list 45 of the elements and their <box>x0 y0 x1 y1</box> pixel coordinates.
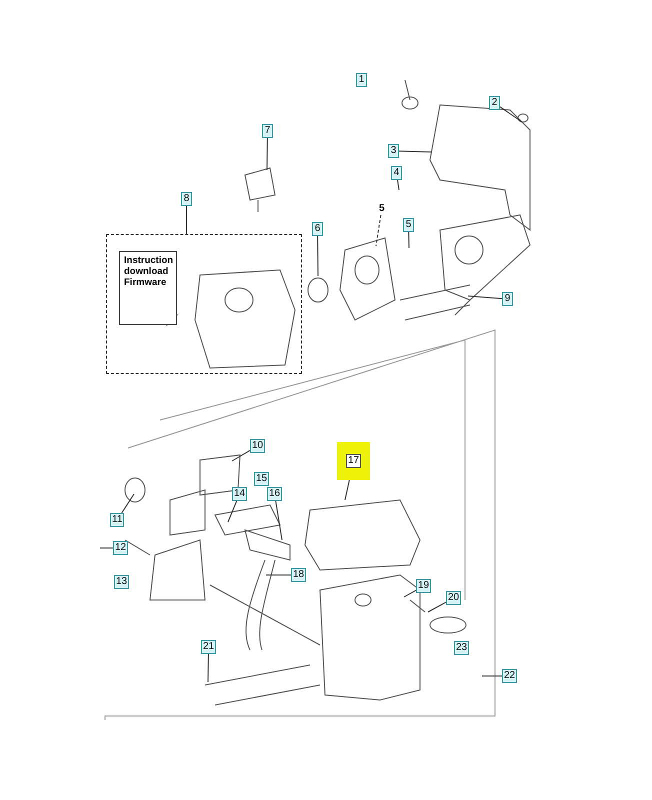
callout-number: 12 <box>113 541 128 555</box>
callout-number: 11 <box>110 513 124 527</box>
leader-line <box>275 500 282 540</box>
leader-line <box>500 106 522 122</box>
callout-number: 5 <box>379 203 385 215</box>
callout-number: 2 <box>489 96 500 110</box>
callout-number: 16 <box>267 487 282 501</box>
callout-number: 13 <box>114 575 130 589</box>
callout-number: 5 <box>403 218 414 232</box>
leader-line <box>398 150 432 152</box>
callout-number: 1 <box>356 73 367 87</box>
leader-line <box>376 214 382 246</box>
leader-line <box>186 206 187 234</box>
leader-line <box>232 450 250 462</box>
leader-line <box>266 138 268 170</box>
leader-line <box>408 232 410 248</box>
callout-number: 23 <box>454 641 470 655</box>
callout-number: 19 <box>416 579 432 593</box>
leader-line <box>208 654 209 682</box>
leader-line <box>344 480 350 500</box>
document-note: Instruction download Firmware <box>119 251 177 325</box>
callout-number: 21 <box>201 640 216 654</box>
callout-number: 7 <box>262 124 273 138</box>
highlight-marker <box>337 442 370 480</box>
callout-number: 17 <box>346 454 362 468</box>
callout-number: 3 <box>388 144 399 158</box>
callout-number: 22 <box>502 669 518 683</box>
callout-number: 15 <box>254 472 270 486</box>
dashed-group-frame <box>106 234 302 374</box>
callout-number: 6 <box>312 222 323 236</box>
callout-number: 18 <box>291 568 306 582</box>
leader-line <box>404 590 416 598</box>
leader-line <box>266 574 292 576</box>
callout-number: 14 <box>232 487 248 501</box>
leader-line <box>228 500 238 522</box>
leader-line <box>428 602 446 612</box>
callout-number: 20 <box>446 591 462 605</box>
callout-number: 4 <box>391 166 402 180</box>
callout-number: 10 <box>250 439 266 453</box>
callout-number: 9 <box>502 292 513 306</box>
leader-line <box>397 180 400 190</box>
leader-line <box>468 296 502 300</box>
leader-line <box>317 236 318 276</box>
leader-line <box>121 494 134 514</box>
callout-number: 8 <box>181 192 192 206</box>
